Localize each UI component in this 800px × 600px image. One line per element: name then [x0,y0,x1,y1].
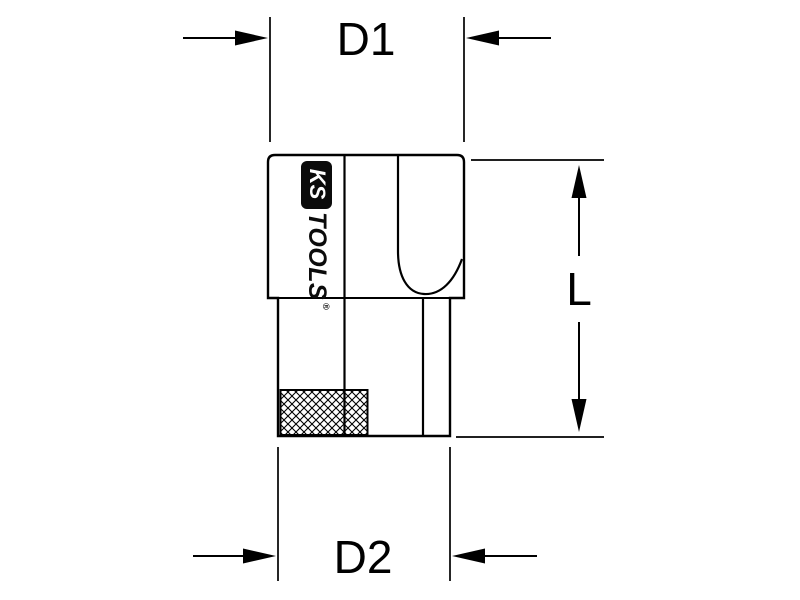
socket-neck-curve [396,250,464,296]
d1-right-arrowhead [466,30,499,46]
d2-right-arrowhead [452,548,485,564]
d2-left-arrowhead [243,548,276,564]
knurled-band [279,389,369,436]
d2-label: D2 [334,531,393,583]
l-top-arrowhead [571,165,587,198]
l-bottom-arrowhead [571,399,587,432]
l-label: L [566,263,592,315]
socket-outline [266,153,466,438]
d1-left-arrowhead [235,30,268,46]
d1-label: D1 [337,13,396,65]
